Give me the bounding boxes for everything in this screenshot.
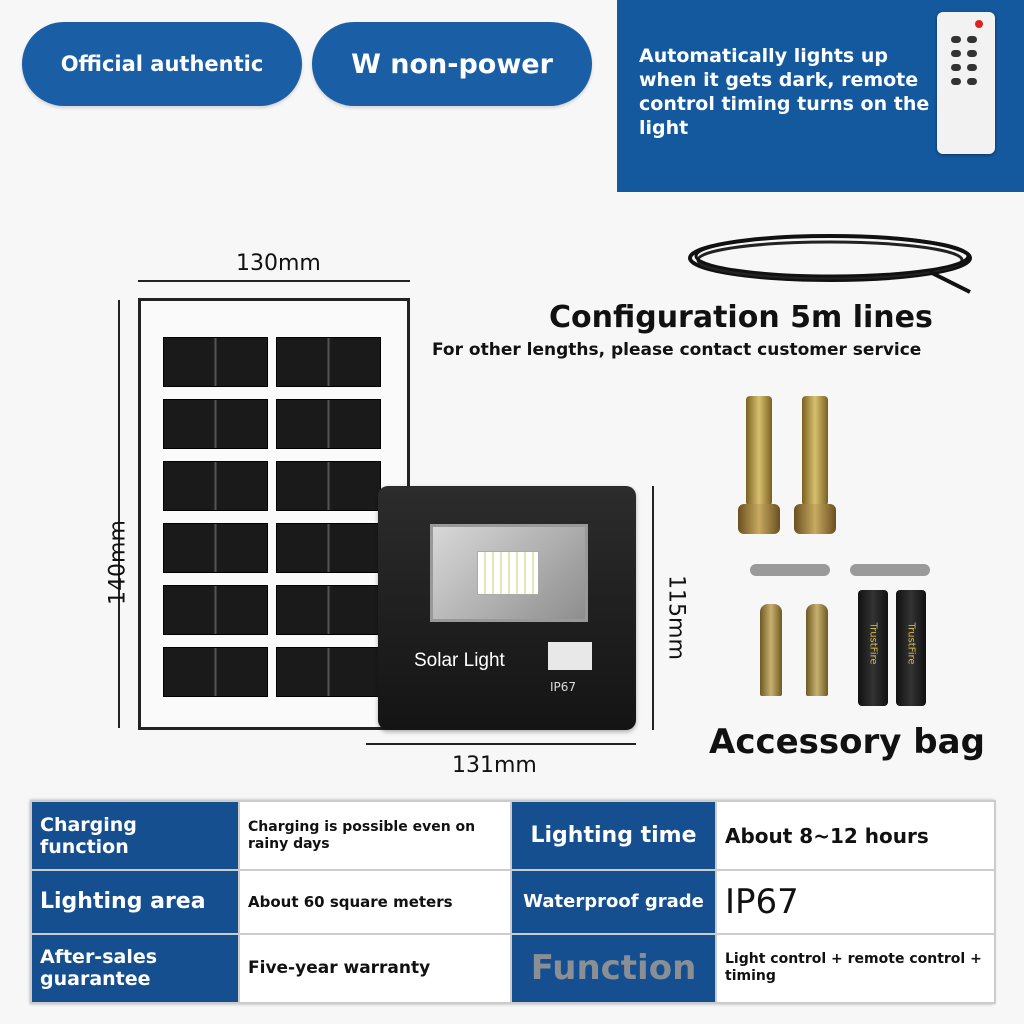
expansion-bolt-icon bbox=[746, 396, 772, 506]
lamp-height-line bbox=[652, 486, 654, 730]
remote-info-box: Automatically lights up when it gets dar… bbox=[617, 0, 1024, 192]
spec-value: About 60 square meters bbox=[238, 869, 512, 935]
screw-icon bbox=[806, 604, 828, 696]
lamp-sticker bbox=[548, 642, 592, 670]
battery-icon: TrustFire bbox=[858, 590, 888, 706]
lamp-rating: IP67 bbox=[550, 680, 577, 694]
table-row: After-sales guarantee Five-year warranty… bbox=[30, 932, 996, 1005]
screw-icon bbox=[760, 604, 782, 696]
expansion-bolt-icon bbox=[802, 396, 828, 506]
remote-info-text: Automatically lights up when it gets dar… bbox=[639, 45, 930, 139]
remote-control-icon bbox=[937, 12, 995, 154]
spec-value: About 8~12 hours bbox=[715, 799, 996, 872]
non-power-badge: W non-power bbox=[312, 22, 592, 106]
lamp-label: Solar Light bbox=[414, 650, 505, 671]
panel-width-label: 130mm bbox=[236, 251, 321, 276]
spec-header: Lighting time bbox=[510, 799, 717, 872]
non-power-label: W non-power bbox=[351, 48, 553, 80]
spec-value: Light control + remote control + timing bbox=[715, 932, 996, 1005]
official-authentic-label: Official authentic bbox=[60, 52, 264, 76]
spec-header: After-sales guarantee bbox=[30, 932, 240, 1005]
lamp-width-line bbox=[366, 743, 636, 745]
flood-light: Solar Light IP67 bbox=[378, 486, 636, 730]
battery-icon: TrustFire bbox=[896, 590, 926, 706]
bracket-icon bbox=[750, 564, 830, 576]
spec-value: Charging is possible even on rainy days bbox=[238, 799, 512, 872]
table-row: Charging function Charging is possible e… bbox=[30, 799, 996, 872]
bracket-icon bbox=[850, 564, 930, 576]
panel-width-line bbox=[138, 280, 410, 282]
spec-header: Lighting area bbox=[30, 869, 240, 935]
spec-value: Five-year warranty bbox=[238, 932, 512, 1005]
accessory-title: Accessory bag bbox=[709, 722, 985, 762]
table-row: Lighting area About 60 square meters Wat… bbox=[30, 869, 996, 935]
accessory-images: TrustFire TrustFire bbox=[730, 392, 990, 712]
lamp-height-label: 115mm bbox=[663, 575, 689, 660]
led-window bbox=[430, 524, 588, 622]
battery-brand-label: TrustFire bbox=[905, 622, 917, 665]
nut-icon bbox=[738, 504, 780, 534]
spec-value: IP67 bbox=[715, 869, 996, 935]
spec-table: Charging function Charging is possible e… bbox=[30, 799, 996, 1005]
lamp-width-label: 131mm bbox=[452, 753, 537, 778]
nut-icon bbox=[794, 504, 836, 534]
battery-brand-label: TrustFire bbox=[867, 622, 879, 665]
official-authentic-badge: Official authentic bbox=[22, 22, 302, 106]
panel-height-label: 140mm bbox=[105, 520, 131, 605]
cable-subtitle: For other lengths, please contact custom… bbox=[432, 340, 922, 360]
spec-header: Waterproof grade bbox=[510, 869, 717, 935]
spec-header: Function bbox=[510, 932, 717, 1005]
panel-height-line bbox=[118, 300, 120, 728]
cable-coil-icon bbox=[688, 234, 972, 294]
cable-title: Configuration 5m lines bbox=[549, 300, 933, 335]
solar-panel bbox=[138, 298, 410, 730]
spec-header: Charging function bbox=[30, 799, 240, 872]
